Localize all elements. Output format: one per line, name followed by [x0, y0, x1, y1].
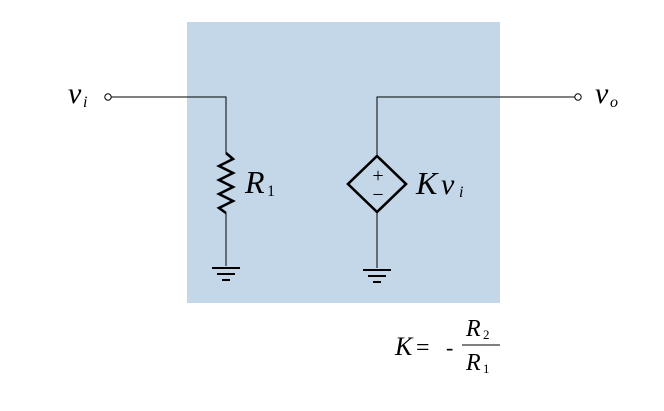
output-label: v o [595, 77, 618, 111]
output-symbol: v [595, 77, 609, 110]
formula-denominator-subscript: 1 [483, 361, 490, 376]
output-wire [376, 96, 575, 156]
formula-sign: - [446, 335, 453, 360]
equivalent-circuit-box [187, 22, 500, 303]
formula-lhs: K [394, 332, 414, 361]
input-symbol: v [68, 77, 82, 110]
gain-formula: K = - R 2 R 1 [394, 316, 500, 376]
ground-icon [363, 269, 391, 283]
formula-numerator-symbol: R [465, 316, 481, 342]
output-terminal-icon [574, 93, 582, 101]
resistor-icon [216, 152, 236, 215]
input-label: v i [68, 77, 87, 111]
source-var-subscript: i [459, 184, 463, 201]
formula-equals: = [416, 335, 430, 361]
formula-numerator-subscript: 2 [483, 327, 490, 342]
input-subscript: i [83, 94, 87, 111]
ground-icon [212, 267, 240, 281]
source-plus-sign: + [372, 165, 383, 187]
output-subscript: o [610, 94, 618, 111]
input-wire [111, 96, 227, 153]
source-minus-sign: − [372, 184, 383, 206]
formula-denominator-symbol: R [465, 350, 481, 376]
resistor-symbol: R [244, 164, 265, 200]
resistor-subscript: 1 [267, 183, 275, 200]
source-gain-symbol: K [415, 165, 439, 201]
source-var-symbol: v [441, 168, 455, 201]
input-terminal-icon [104, 93, 112, 101]
source-gain-label: K v i [415, 165, 463, 201]
resistor-label: R 1 [244, 164, 275, 200]
